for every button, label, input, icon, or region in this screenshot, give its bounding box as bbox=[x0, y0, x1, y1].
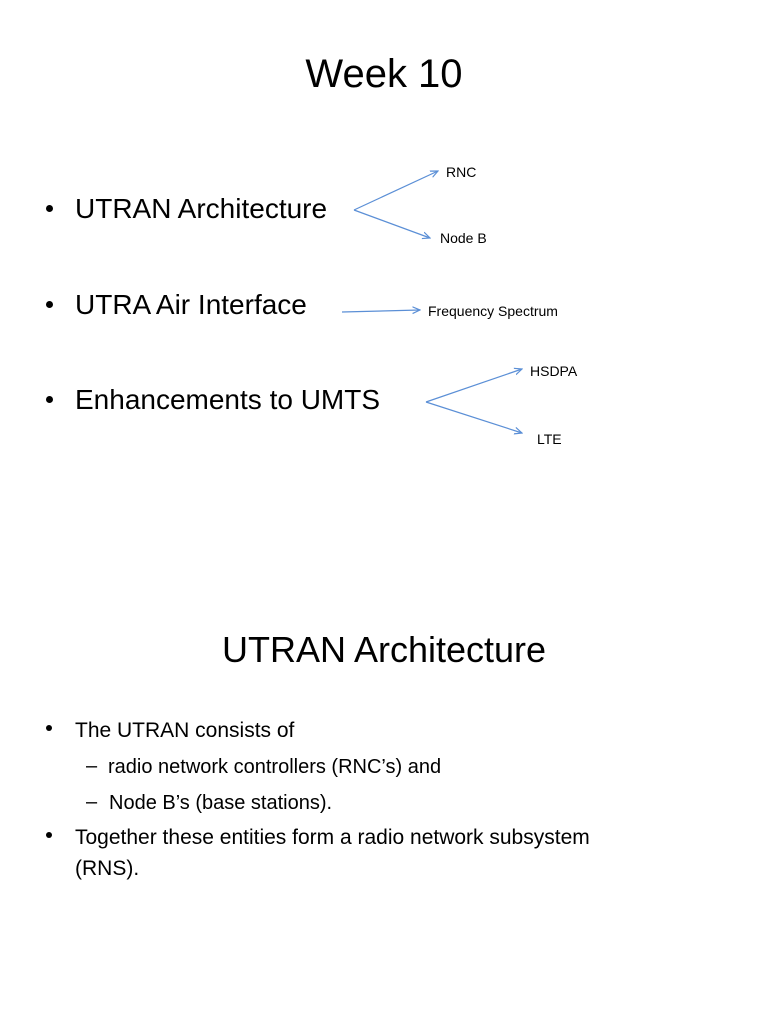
sub-bullet-rnc: radio network controllers (RNC’s) and bbox=[108, 756, 442, 778]
branch-arrows-diagram bbox=[341, 0, 768, 512]
sub-bullet-dash: – bbox=[86, 755, 98, 777]
bullet-utran-architecture: UTRAN Architecture bbox=[75, 193, 328, 224]
bullet-dot bbox=[46, 832, 52, 838]
bullet-dot bbox=[46, 396, 53, 403]
bullet-rns-line2: (RNS). bbox=[75, 857, 140, 880]
sub-bullet-node-b: Node B’s (base stations). bbox=[109, 792, 333, 814]
slide1-title: Week 10 bbox=[305, 52, 463, 96]
bullet-dot bbox=[46, 205, 53, 212]
arrow-to-node-b bbox=[353, 209, 430, 238]
branch-label-hsdpa: HSDPA bbox=[530, 363, 578, 379]
bullet-enhancements-umts: Enhancements to UMTS bbox=[75, 384, 381, 415]
branch-label-node-b: Node B bbox=[440, 230, 487, 246]
bullet-dot bbox=[46, 301, 53, 308]
arrow-to-lte bbox=[425, 401, 522, 433]
slide2-title: UTRAN Architecture bbox=[221, 629, 547, 670]
bullet-dot bbox=[46, 725, 52, 731]
bullet-utran-consists: The UTRAN consists of bbox=[75, 719, 295, 742]
arrow-to-hsdpa bbox=[425, 369, 522, 403]
bullet-utra-air-interface: UTRA Air Interface bbox=[75, 289, 307, 320]
arrow-to-frequency-spectrum bbox=[341, 310, 420, 312]
branch-label-rnc: RNC bbox=[446, 164, 477, 180]
branch-label-lte: LTE bbox=[537, 431, 562, 447]
arrow-to-rnc bbox=[353, 171, 438, 211]
sub-bullet-dash: – bbox=[86, 791, 98, 813]
branch-label-frequency-spectrum: Frequency Spectrum bbox=[428, 303, 558, 319]
bullet-rns-line1: Together these entities form a radio net… bbox=[75, 826, 590, 849]
